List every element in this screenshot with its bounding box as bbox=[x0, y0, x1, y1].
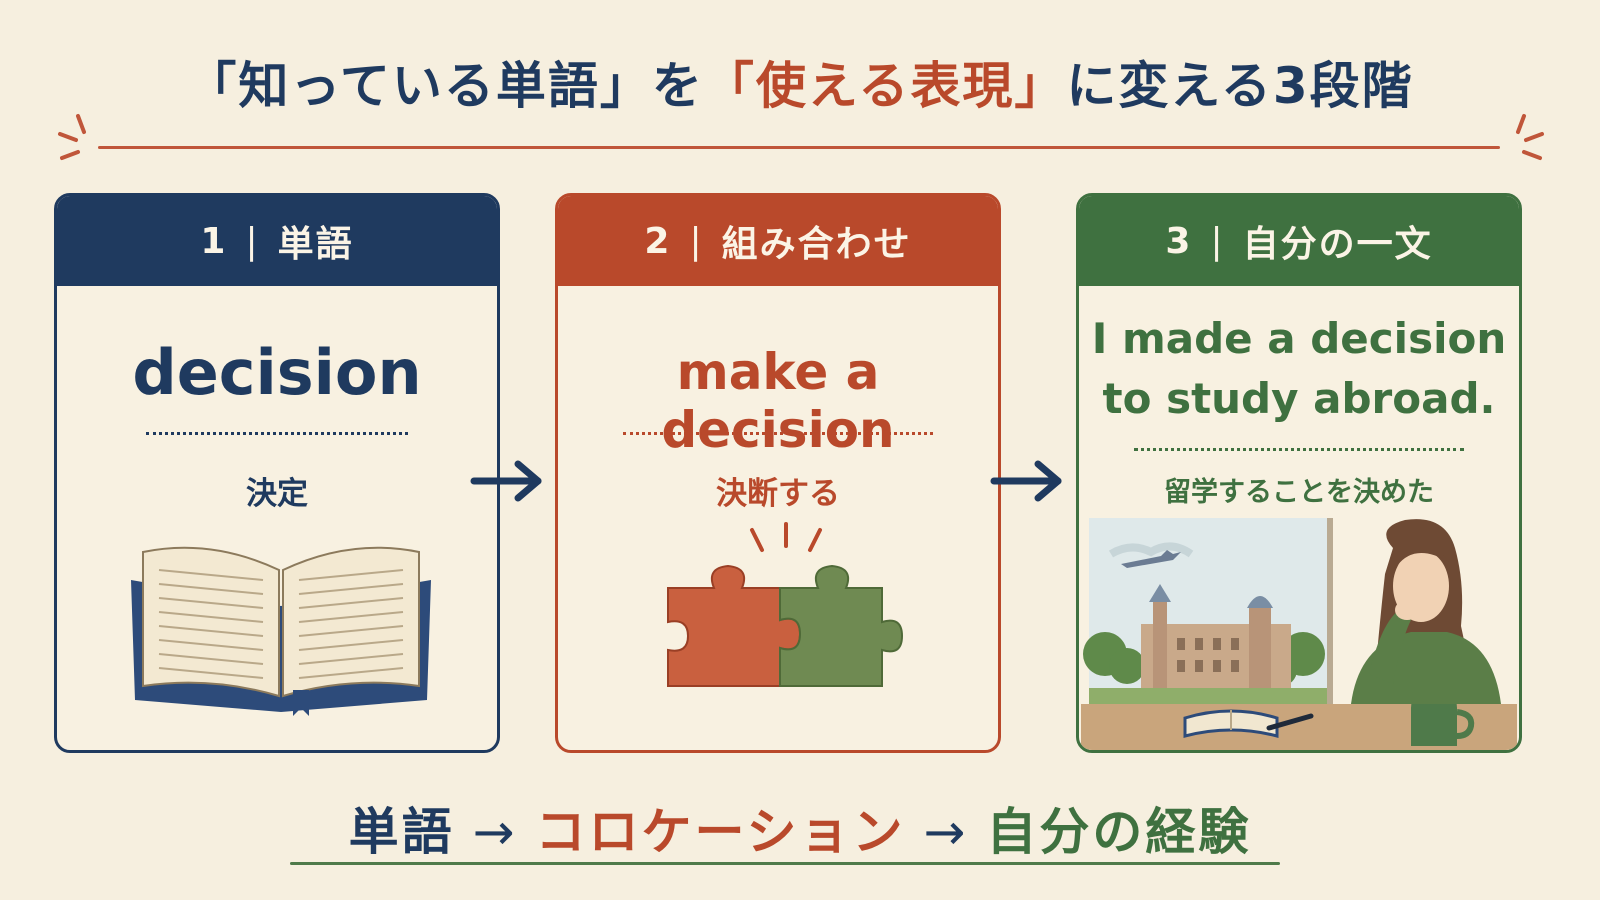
student-by-window-illustration bbox=[1081, 518, 1517, 750]
title-part-1: 「知っている単語」を bbox=[186, 57, 704, 115]
right-spark-icon bbox=[1516, 114, 1544, 160]
step-2-meaning: 決断する bbox=[716, 476, 840, 512]
step-card-2: 2 | 組み合わせ make a decision 決断する bbox=[555, 193, 1001, 753]
step-card-1: 1 | 単語 decision 決定 bbox=[54, 193, 500, 753]
flow-arrow-1: → bbox=[472, 803, 518, 861]
title-part-3: に変える3段階 bbox=[1066, 57, 1414, 115]
puzzle-pieces-icon bbox=[667, 522, 904, 687]
step-2-phrase: make a decision bbox=[661, 343, 895, 459]
step-separator-2: | bbox=[689, 220, 704, 262]
step-label-2: 組み合わせ bbox=[721, 224, 912, 265]
step-separator-3: | bbox=[1210, 220, 1225, 262]
step-number-3: 3 bbox=[1165, 220, 1193, 262]
step-header-3: 3 | 自分の一文 bbox=[1079, 196, 1519, 286]
title-underline bbox=[98, 146, 1500, 149]
dotted-divider bbox=[146, 432, 408, 435]
bottom-underline bbox=[290, 862, 1280, 865]
flow-item-word: 単語 bbox=[348, 803, 455, 861]
step-1-meaning: 決定 bbox=[246, 476, 308, 512]
step-3-sentence-line-1: I made a decision bbox=[1091, 314, 1507, 363]
step-header-1: 1 | 単語 bbox=[57, 196, 497, 286]
dotted-divider bbox=[1134, 448, 1464, 451]
step-number-1: 1 bbox=[200, 220, 228, 262]
open-book-icon bbox=[131, 546, 431, 716]
summary-flow: 単語 → コロケーション → 自分の経験 bbox=[0, 792, 1600, 864]
step-header-2: 2 | 組み合わせ bbox=[558, 196, 998, 286]
flow-arrow-2: → bbox=[923, 803, 969, 861]
arrow-icon-1 bbox=[470, 460, 542, 502]
step-number-2: 2 bbox=[644, 220, 672, 262]
flow-item-experience: 自分の経験 bbox=[986, 803, 1252, 861]
step-label-1: 単語 bbox=[277, 224, 354, 265]
step-separator-1: | bbox=[245, 220, 260, 262]
step-1-word: decision bbox=[132, 336, 422, 409]
step-label-3: 自分の一文 bbox=[1242, 224, 1433, 265]
dotted-divider bbox=[623, 432, 933, 435]
left-spark-icon bbox=[58, 114, 86, 160]
step-3-meaning: 留学することを決めた bbox=[1164, 477, 1434, 508]
step-3-sentence-line-2: to study abroad. bbox=[1102, 374, 1496, 423]
page-title: 「知っている単語」を「使える表現」に変える3段階 bbox=[0, 46, 1600, 118]
step-card-3: 3 | 自分の一文 I made a decision to study abr… bbox=[1076, 193, 1522, 753]
arrow-icon-2 bbox=[990, 460, 1062, 502]
flow-item-collocation: コロケーション bbox=[535, 803, 906, 861]
title-part-2: 「使える表現」 bbox=[703, 57, 1067, 115]
